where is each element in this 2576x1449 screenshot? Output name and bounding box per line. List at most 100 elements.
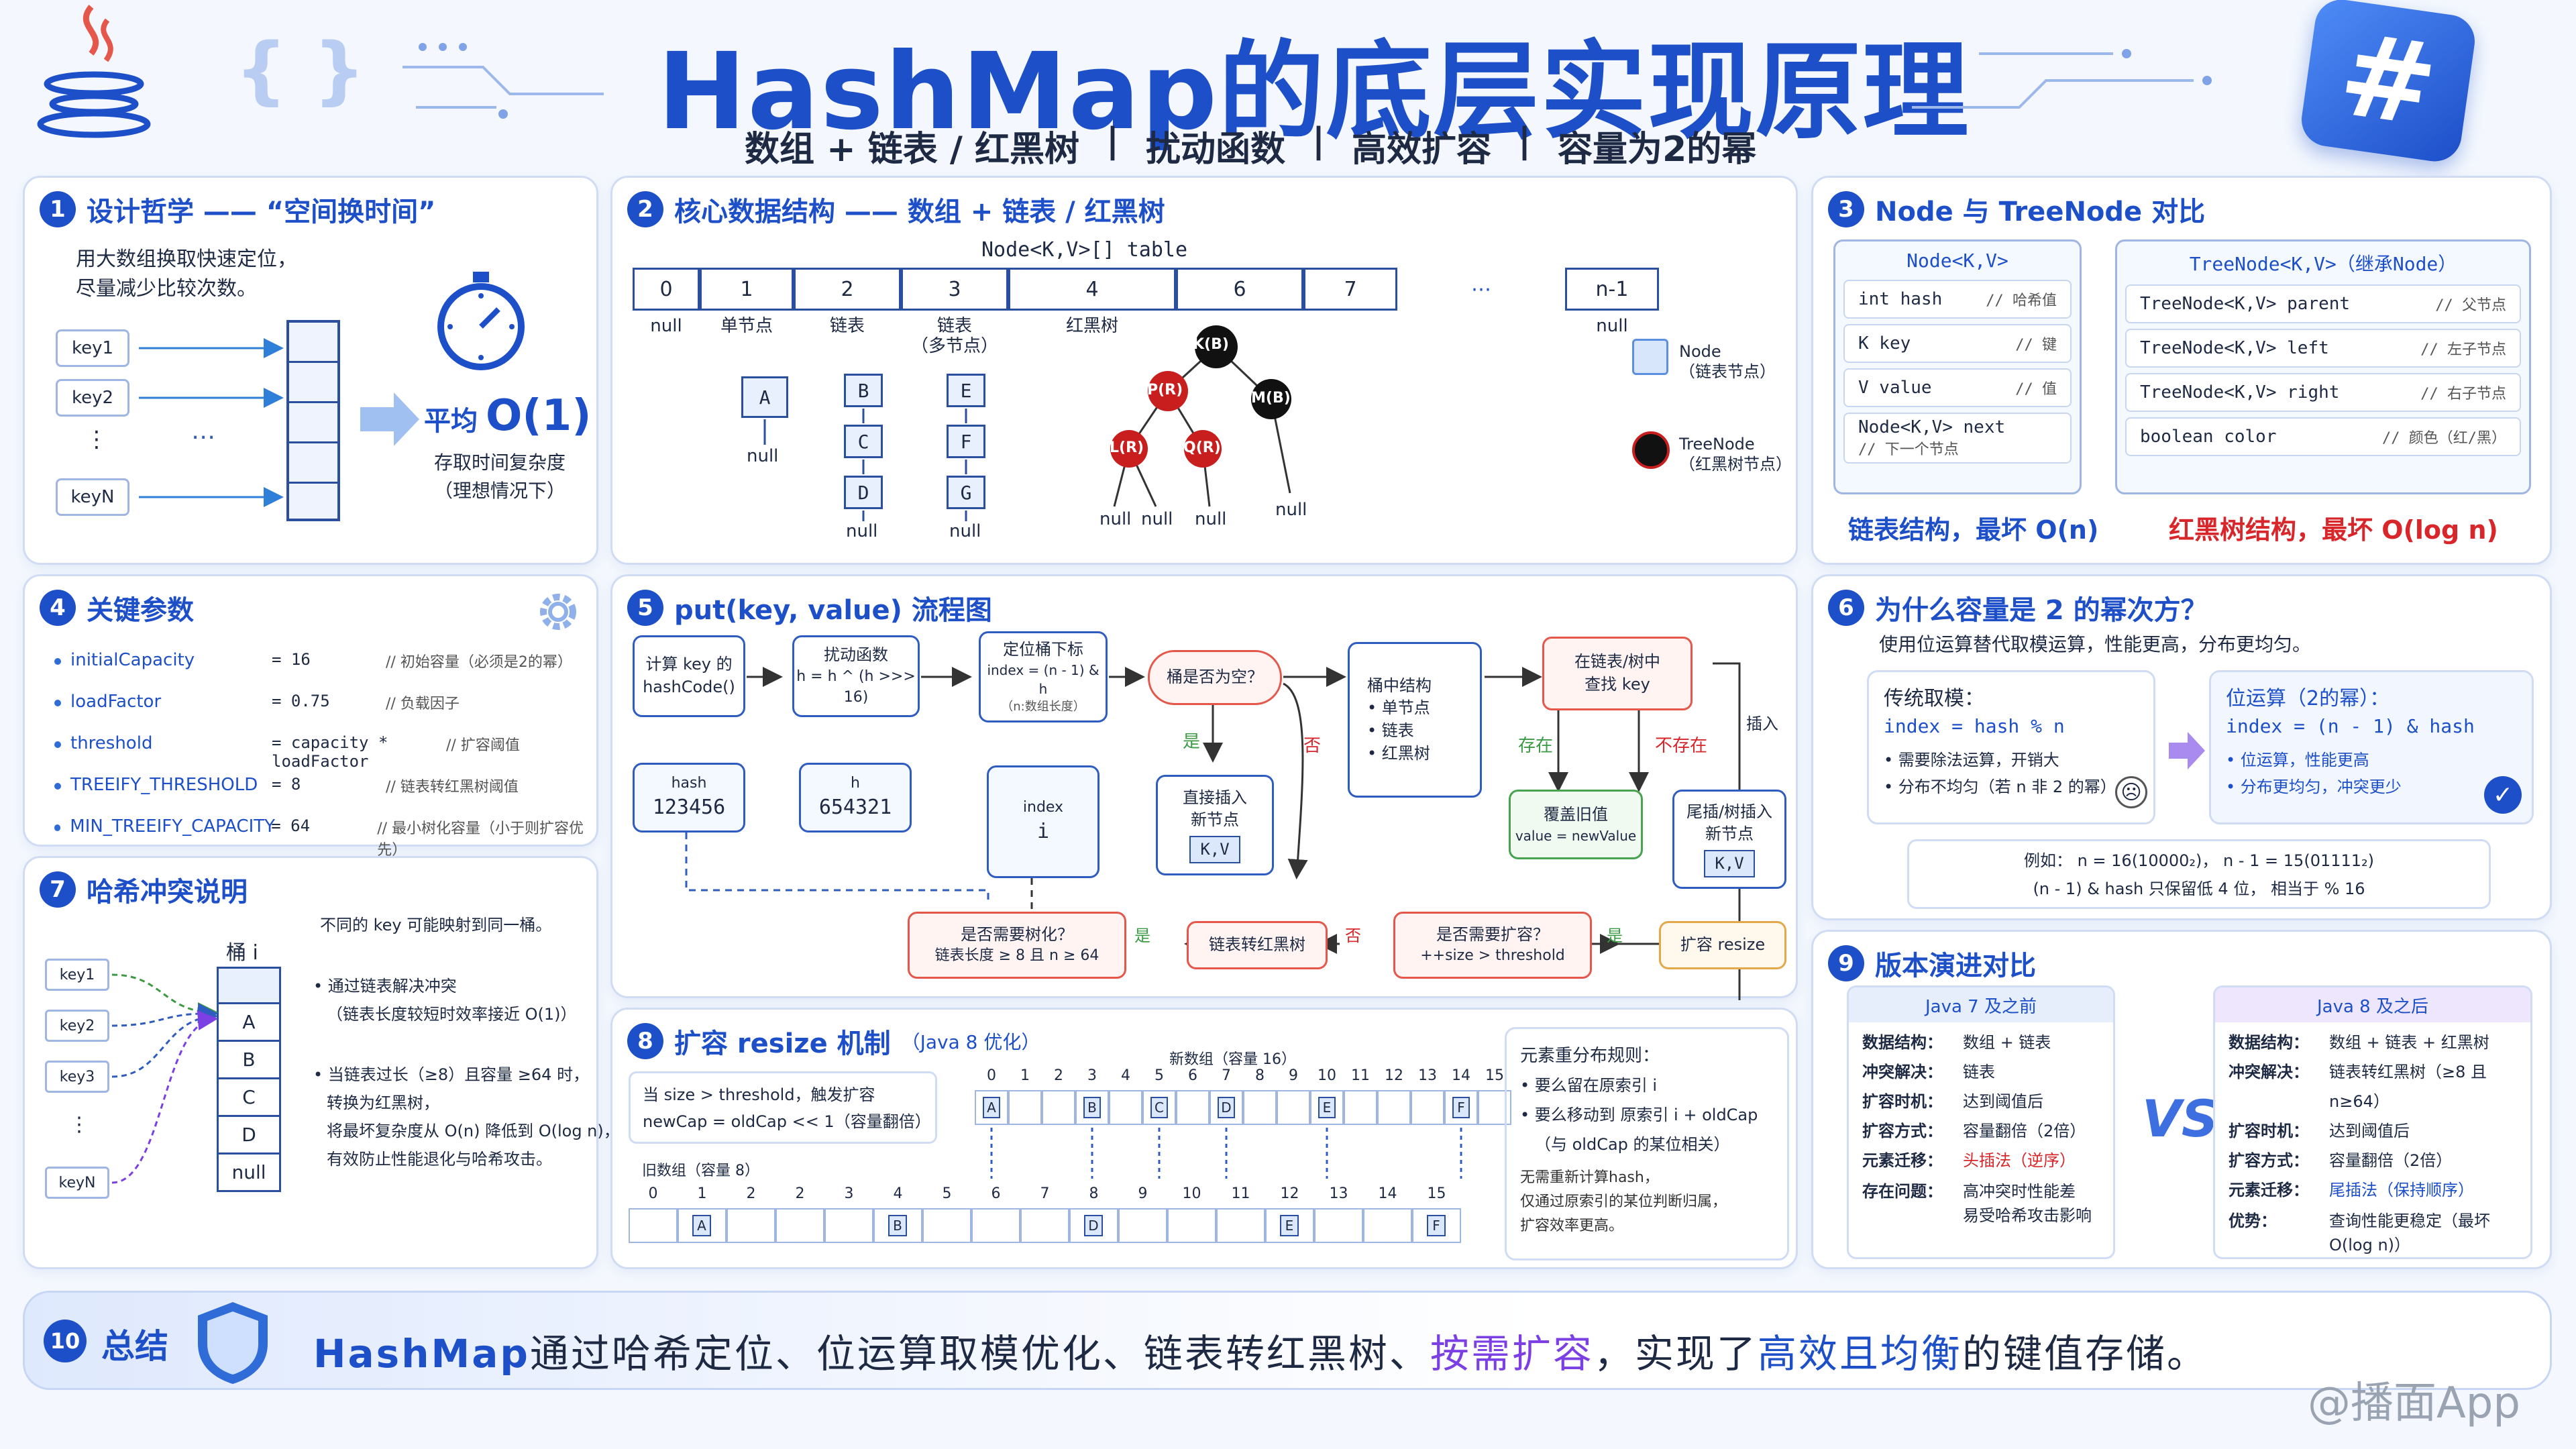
- subtitle-item: 高效扩容: [1352, 129, 1492, 170]
- new-index-label: 11: [1351, 1067, 1370, 1084]
- node-g: G: [947, 476, 985, 509]
- old-array-cell: [1363, 1208, 1412, 1243]
- flow-text: 定位桶下标: [1003, 639, 1083, 659]
- flow-text: 直接插入: [1183, 788, 1247, 807]
- new-array-cell: [1377, 1090, 1411, 1125]
- new-index-label: 4: [1121, 1067, 1130, 1084]
- param-name: initialCapacity: [70, 650, 195, 670]
- flow-text: index: [1022, 798, 1064, 816]
- flow-find-key: 在链表/树中查找 key: [1542, 637, 1693, 710]
- version-key: 数据结构：: [1862, 1033, 1943, 1052]
- null-label: null: [846, 521, 878, 541]
- check-icon: ✓: [2484, 776, 2522, 814]
- old-array-cell: [1265, 1208, 1314, 1243]
- new-index-label: 5: [1155, 1067, 1164, 1084]
- new-array-cell: [1109, 1090, 1142, 1125]
- bitwise-item: 分布更均匀，冲突更少: [2240, 777, 2402, 796]
- cond-line: 当 size > threshold，触发扩容: [643, 1085, 875, 1104]
- old-index-label: 9: [1138, 1185, 1148, 1202]
- key-box: key1: [45, 959, 109, 991]
- param-comment: // 最小树化容量（小于则扩容优先）: [377, 820, 584, 859]
- flow-text: index = (n - 1) & h: [987, 662, 1099, 698]
- param-value: = 0.75: [272, 692, 330, 710]
- old-index-label: 8: [1089, 1185, 1099, 1202]
- legend-sub: （红黑树节点）: [1679, 455, 1792, 474]
- element-chip: F: [1452, 1097, 1470, 1118]
- field-comment: // 左子节点: [2420, 341, 2506, 358]
- right-arrow-icon: [360, 392, 419, 446]
- flow-text: ++size > threshold: [1420, 947, 1565, 965]
- rule-line: 要么留在原索引 i: [1534, 1076, 1658, 1095]
- old-array-cell: [971, 1208, 1020, 1243]
- node-a: A: [741, 376, 788, 418]
- modulo-item: 需要除法运算，开销大: [1898, 751, 2059, 769]
- bullet-line: 将最坏复杂度从 O(n) 降低到 O(log n)，: [327, 1122, 620, 1140]
- section-title: 扩容 resize 机制: [674, 1028, 891, 1059]
- old-index-label: 5: [942, 1185, 952, 1202]
- new-array-cell: [1277, 1090, 1310, 1125]
- version-value: 链表: [1963, 1063, 1995, 1081]
- bucket-head: [217, 967, 281, 1004]
- flow-text: 桶是否为空？: [1167, 667, 1263, 687]
- version-row: 存在问题：高冲突时性能差 易受哈希攻击影响: [1862, 1179, 2100, 1228]
- treenode-struct-card: TreeNode<K,V>（继承Node） TreeNode<K,V> pare…: [2115, 239, 2531, 494]
- bucket-caption: null: [650, 316, 682, 336]
- flow-text: 新节点: [1705, 824, 1754, 844]
- table-ellipsis: ⋯: [1471, 277, 1491, 301]
- chain-node: C: [217, 1079, 281, 1117]
- element-chip: D: [1084, 1215, 1103, 1236]
- section-number: 1: [40, 191, 76, 227]
- new-index-label: 10: [1318, 1067, 1336, 1084]
- old-array-cell: [678, 1208, 727, 1243]
- red-black-tree: [1110, 325, 1291, 507]
- table-index-cell: 4: [1008, 268, 1176, 311]
- struct-title: Node<K,V>: [1907, 250, 2008, 272]
- section-title: 总结: [101, 1327, 168, 1366]
- new-array-cell: [1176, 1090, 1210, 1125]
- right-arrow-icon: [2169, 732, 2205, 769]
- key-ellipsis: ⋮: [85, 426, 108, 453]
- tree-node-p: P(R): [1147, 382, 1183, 398]
- chain-node: B: [217, 1042, 281, 1079]
- table-label: Node<K,V>[] table: [981, 238, 1188, 262]
- key-box: key2: [45, 1010, 109, 1042]
- old-index-label: 7: [1040, 1185, 1050, 1202]
- version-title: Java 7 及之前: [1849, 987, 2113, 1022]
- param-name: TREEIFY_THRESHOLD: [70, 775, 258, 795]
- section-title: 版本演进对比: [1875, 951, 2036, 981]
- flow-text: 覆盖旧值: [1544, 805, 1608, 824]
- section-number: 6: [1828, 590, 1864, 626]
- version-key: 扩容时机：: [2229, 1122, 2309, 1140]
- struct-field: TreeNode<K,V> right// 右子节点: [2125, 373, 2521, 412]
- version-key: 冲突解决：: [2229, 1063, 2309, 1081]
- flow-text: h = h ^ (h >>> 16): [796, 668, 916, 706]
- bucket-caption: 红黑树: [1065, 316, 1118, 336]
- vs-label: VS: [2142, 1089, 2218, 1148]
- section-number: 8: [627, 1023, 663, 1059]
- key-box: keyN: [45, 1167, 109, 1199]
- param-row: threshold= capacity * loadFactor// 扩容阈值: [54, 733, 520, 771]
- note-line: 扩容效率更高。: [1520, 1218, 1624, 1234]
- collision-arrows: [111, 973, 218, 1184]
- param-name: threshold: [70, 733, 153, 753]
- bitwise-title: 位运算（2的幂）：: [2226, 687, 2390, 710]
- version-row: 冲突解决：链表: [1862, 1057, 2100, 1087]
- struct-field: TreeNode<K,V> parent// 父节点: [2125, 284, 2521, 323]
- note-line: 存取时间复杂度: [434, 451, 566, 474]
- field-comment: // 父节点: [2435, 297, 2506, 314]
- summary-part: 按需扩容: [1430, 1331, 1594, 1377]
- flow-bucket-structure: 桶中结构 • 单节点 • 链表 • 红黑树: [1348, 642, 1482, 798]
- flow-need-resize: 是否需要扩容？++size > threshold: [1393, 912, 1592, 979]
- gear-icon: [540, 594, 576, 630]
- example-line: 例如： n = 16(10000₂)， n - 1 = 15(01111₂): [2023, 851, 2375, 870]
- struct-field: int hash// 哈希值: [1843, 280, 2072, 319]
- bucket-array: [286, 320, 340, 521]
